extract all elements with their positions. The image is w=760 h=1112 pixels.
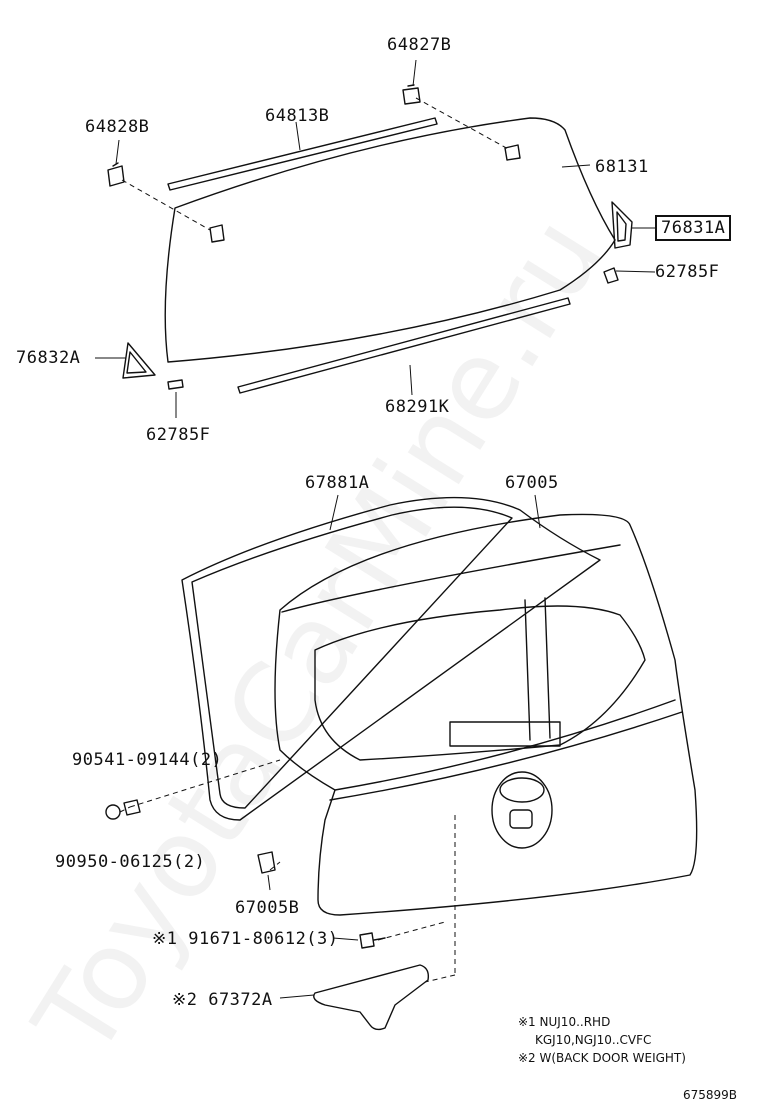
- note-1b: KGJ10,NGJ10..CVFC: [535, 1033, 652, 1047]
- door-window-opening: [314, 605, 646, 761]
- diagram-id: 675899B: [683, 1088, 738, 1102]
- note-2: ※2 W(BACK DOOR WEIGHT): [518, 1051, 686, 1065]
- label-67372A: ※2 67372A: [172, 990, 273, 1010]
- label-62785F-right: 62785F: [655, 262, 720, 282]
- label-68131: 68131: [595, 157, 649, 177]
- label-90541-09144: 90541-09144(2): [72, 750, 223, 770]
- label-68291K: 68291K: [385, 397, 450, 417]
- label-67005B: 67005B: [235, 898, 300, 918]
- bolt-91671: [359, 932, 386, 949]
- label-90950-06125: 90950-06125(2): [55, 852, 206, 872]
- label-67881A: 67881A: [305, 473, 370, 493]
- clip-64828B: [107, 162, 125, 187]
- trim-76832A: [122, 342, 156, 379]
- weatherstrip-67881A: [181, 496, 601, 821]
- label-64827B: 64827B: [387, 35, 452, 55]
- weight-67372A: [313, 964, 430, 1031]
- label-67005: 67005: [505, 473, 559, 493]
- stopper-67005B: [257, 851, 276, 874]
- back-door-67005: [274, 513, 698, 916]
- lower-molding-strip: [237, 297, 571, 394]
- note-1: ※1 NUJ10..RHD: [518, 1015, 611, 1029]
- rear-window-glass: [164, 117, 616, 363]
- upper-molding-strip: [167, 117, 438, 191]
- pad-62785F-left: [167, 379, 184, 390]
- label-91671-80612: ※1 91671-80612(3): [152, 929, 339, 949]
- cushion-90950: [105, 804, 121, 820]
- clip-64827B: [402, 84, 421, 105]
- label-64813B: 64813B: [265, 106, 330, 126]
- label-76832A: 76832A: [16, 348, 81, 368]
- emblem-housing: [491, 771, 553, 849]
- label-76831A-highlight: 76831A: [655, 215, 732, 241]
- trim-76831A: [611, 201, 633, 249]
- bumper-90541: [123, 799, 141, 816]
- pad-62785F-right: [603, 267, 619, 284]
- label-64828B: 64828B: [85, 117, 150, 137]
- label-62785F-left: 62785F: [146, 425, 211, 445]
